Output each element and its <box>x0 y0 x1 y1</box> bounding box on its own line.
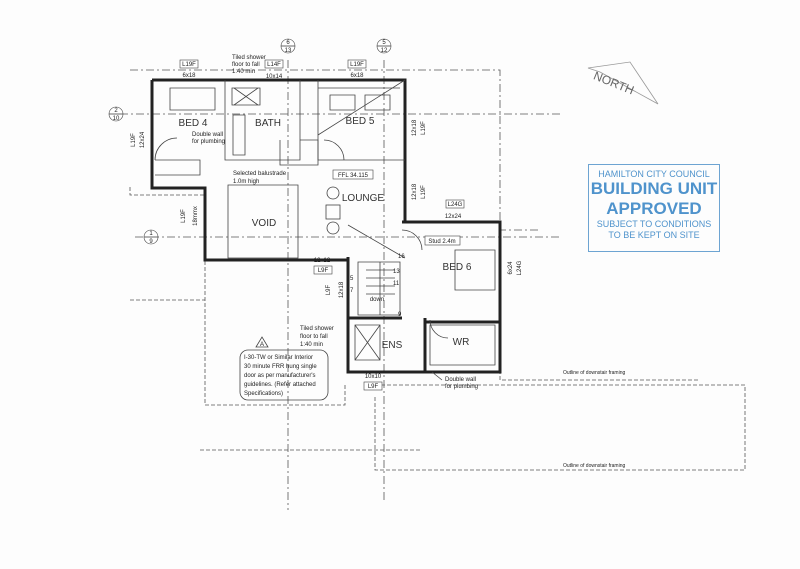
svg-text:9: 9 <box>149 239 153 245</box>
svg-text:A: A <box>260 342 264 348</box>
stair-number: 5 <box>350 276 354 282</box>
svg-text:L19F: L19F <box>182 62 196 68</box>
svg-text:2: 2 <box>114 108 118 114</box>
svg-text:1:40 min: 1:40 min <box>232 69 255 75</box>
note-tiled-shower-ens: Tiled shower floor to fall 1:40 min <box>300 326 334 348</box>
outline-lines <box>120 60 746 510</box>
svg-text:6: 6 <box>286 40 290 46</box>
svg-text:10: 10 <box>113 116 120 122</box>
svg-text:1:40 min: 1:40 min <box>300 342 323 348</box>
svg-text:guidelines. (Refer attached: guidelines. (Refer attached <box>244 382 316 388</box>
stair-number: 9 <box>398 312 402 318</box>
svg-text:L9F: L9F <box>318 268 329 274</box>
note-double-wall-wr: Double wall for plumbing <box>431 371 478 390</box>
svg-text:12: 12 <box>381 48 388 54</box>
svg-text:L9F: L9F <box>368 384 379 390</box>
svg-text:for plumbing: for plumbing <box>192 139 225 145</box>
svg-text:NORTH: NORTH <box>591 69 636 98</box>
svg-text:L19F: L19F <box>350 62 364 68</box>
svg-text:18mmx: 18mmx <box>193 206 199 226</box>
svg-text:12x24: 12x24 <box>140 131 146 148</box>
north-arrow: NORTH <box>587 61 659 105</box>
svg-text:L19F: L19F <box>421 185 427 199</box>
ffl-label: FFL 34.115 <box>338 173 369 179</box>
svg-text:Double wall: Double wall <box>445 377 476 383</box>
svg-text:L9F: L9F <box>326 284 332 295</box>
svg-text:L19F: L19F <box>181 209 187 223</box>
note-tiled-shower-top: Tiled shower floor to fall 1:40 min <box>232 55 266 75</box>
room-label-bed4: BED 4 <box>179 118 208 129</box>
stair-number: 11 <box>393 281 400 287</box>
room-label-bed5: BED 5 <box>346 116 375 127</box>
section-marker: 2 10 <box>108 106 124 122</box>
note-double-wall-bed4: Double wall for plumbing <box>192 132 225 145</box>
svg-text:Tiled shower: Tiled shower <box>232 55 266 61</box>
svg-text:12x18: 12x18 <box>412 119 418 136</box>
room-label-ens: ENS <box>382 340 403 351</box>
svg-text:floor to fall: floor to fall <box>300 334 328 340</box>
svg-text:6x24: 6x24 <box>508 261 514 275</box>
svg-text:12x18: 12x18 <box>412 183 418 200</box>
approval-stamp: HAMILTON CITY COUNCIL BUILDING UNIT APPR… <box>588 164 720 252</box>
outline-note: Outline of downstair framing <box>563 463 625 469</box>
section-marker: 5 12 <box>376 38 392 54</box>
svg-text:for plumbing: for plumbing <box>445 384 478 390</box>
room-label-wr: WR <box>453 337 470 348</box>
svg-text:L19F: L19F <box>131 133 137 147</box>
svg-text:1.0m high: 1.0m high <box>233 179 259 185</box>
room-label-void: VOID <box>252 218 276 229</box>
window-tags-vertical: 12x18 L19F 12x18 L19F 6x24 L24G 12x18 L9… <box>131 119 523 298</box>
stair-down-label: down <box>370 297 384 303</box>
stud-label: Stud 2.4m <box>428 239 455 245</box>
svg-text:10x14: 10x14 <box>266 74 283 80</box>
svg-text:1: 1 <box>149 231 153 237</box>
svg-text:6x18: 6x18 <box>182 73 196 79</box>
svg-text:Double wall: Double wall <box>192 132 223 138</box>
room-label-lounge: LOUNGE <box>342 193 385 204</box>
svg-text:10x10: 10x10 <box>365 374 382 380</box>
walls <box>150 78 502 374</box>
svg-text:door as per manufacturer's: door as per manufacturer's <box>244 373 316 379</box>
svg-text:floor to fall: floor to fall <box>232 62 260 68</box>
note-balustrade: Selected balustrade 1.0m high <box>233 171 287 185</box>
svg-text:5: 5 <box>382 40 386 46</box>
svg-text:12x12: 12x12 <box>314 258 331 264</box>
svg-text:30 minute FRR hung single: 30 minute FRR hung single <box>244 364 317 370</box>
outline-note: Outline of downstair framing <box>563 370 625 376</box>
svg-text:Selected balustrade: Selected balustrade <box>233 171 287 177</box>
svg-text:L14F: L14F <box>267 62 281 68</box>
stair-number: 7 <box>350 288 354 294</box>
svg-text:L24G: L24G <box>517 260 523 275</box>
room-label-bath: BATH <box>255 118 281 129</box>
stair-number: 16 <box>398 254 405 260</box>
section-marker: 6 13 <box>280 38 296 54</box>
svg-text:13: 13 <box>285 48 292 54</box>
svg-text:Tiled shower: Tiled shower <box>300 326 334 332</box>
stair-number: 13 <box>393 269 400 275</box>
room-label-bed6: BED 6 <box>443 262 472 273</box>
section-marker: 1 9 <box>143 229 159 245</box>
svg-text:L19F: L19F <box>421 121 427 135</box>
svg-text:12x24: 12x24 <box>445 214 462 220</box>
svg-text:Specifications): Specifications) <box>244 391 283 397</box>
svg-text:L24G: L24G <box>448 202 463 208</box>
svg-text:12x18: 12x18 <box>339 281 345 298</box>
window-tags: L19F 6x18 L14F 10x14 L19F 6x18 L24G 12x2… <box>179 59 465 391</box>
revision-cloud-note: A I-30-TW or Similar Interior 30 minute … <box>239 336 329 401</box>
svg-text:I-30-TW or Similar Interior: I-30-TW or Similar Interior <box>244 355 313 361</box>
svg-text:6x18: 6x18 <box>350 73 364 79</box>
